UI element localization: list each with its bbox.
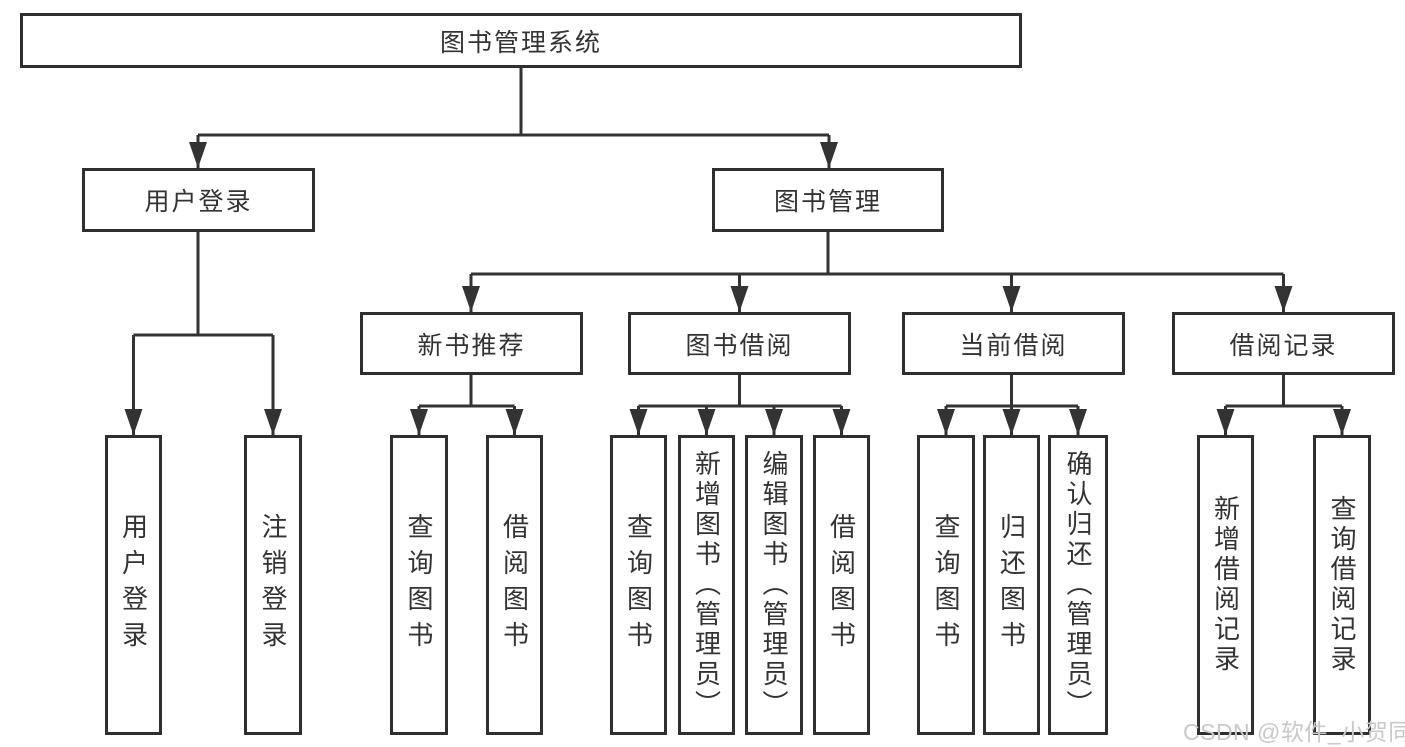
node-leaf-add-borrow-record: 新增借阅记录 <box>1197 435 1254 735</box>
arrow-icon <box>697 409 716 435</box>
tree-edges <box>132 68 1344 435</box>
arrow-icon <box>820 142 838 168</box>
arrow-icon <box>765 409 783 435</box>
arrow-icon <box>1274 286 1293 312</box>
node-leaf-add-book-admin: 新增图书（管理员） <box>678 435 735 735</box>
node-leaf-query-borrow-record: 查询借阅记录 <box>1313 435 1371 735</box>
arrow-icon <box>264 409 282 435</box>
arrow-icon <box>730 286 749 312</box>
node-leaf-borrow-book-1: 借阅图书 <box>486 435 543 735</box>
arrowheads <box>124 142 1351 435</box>
csdn-watermark: CSDN @软件_小贺同学 <box>1183 719 1405 745</box>
arrow-icon <box>1333 409 1351 435</box>
node-leaf-borrow-book-2: 借阅图书 <box>813 435 870 735</box>
arrow-icon <box>189 142 207 168</box>
node-leaf-edit-book-admin: 编辑图书（管理员） <box>745 435 803 735</box>
node-user-login: 用户登录 <box>82 168 315 232</box>
arrow-icon <box>505 409 524 435</box>
node-leaf-confirm-return-admin: 确认归还（管理员） <box>1048 435 1108 735</box>
arrow-icon <box>832 409 851 435</box>
arrow-icon <box>629 409 648 435</box>
node-leaf-logout: 注销登录 <box>244 435 302 735</box>
node-new-book-recommend: 新书推荐 <box>360 312 583 375</box>
arrow-icon <box>1002 286 1021 312</box>
arrow-icon <box>1069 409 1087 435</box>
node-leaf-return-book: 归还图书 <box>983 435 1040 735</box>
node-book-borrow: 图书借阅 <box>628 312 851 375</box>
node-leaf-user-login: 用户登录 <box>105 435 162 735</box>
node-borrow-records: 借阅记录 <box>1172 312 1395 375</box>
node-leaf-query-book-3: 查询图书 <box>917 435 975 735</box>
node-leaf-query-book-1: 查询图书 <box>390 435 448 735</box>
node-current-borrow: 当前借阅 <box>902 312 1125 375</box>
arrow-icon <box>124 409 143 435</box>
node-book-management: 图书管理 <box>712 168 944 232</box>
arrow-icon <box>462 286 480 312</box>
node-leaf-query-book-2: 查询图书 <box>610 435 667 735</box>
arrow-icon <box>1002 409 1021 435</box>
arrow-icon <box>410 409 428 435</box>
node-root-system: 图书管理系统 <box>20 13 1022 68</box>
arrow-icon <box>1216 409 1235 435</box>
arrow-icon <box>937 409 955 435</box>
